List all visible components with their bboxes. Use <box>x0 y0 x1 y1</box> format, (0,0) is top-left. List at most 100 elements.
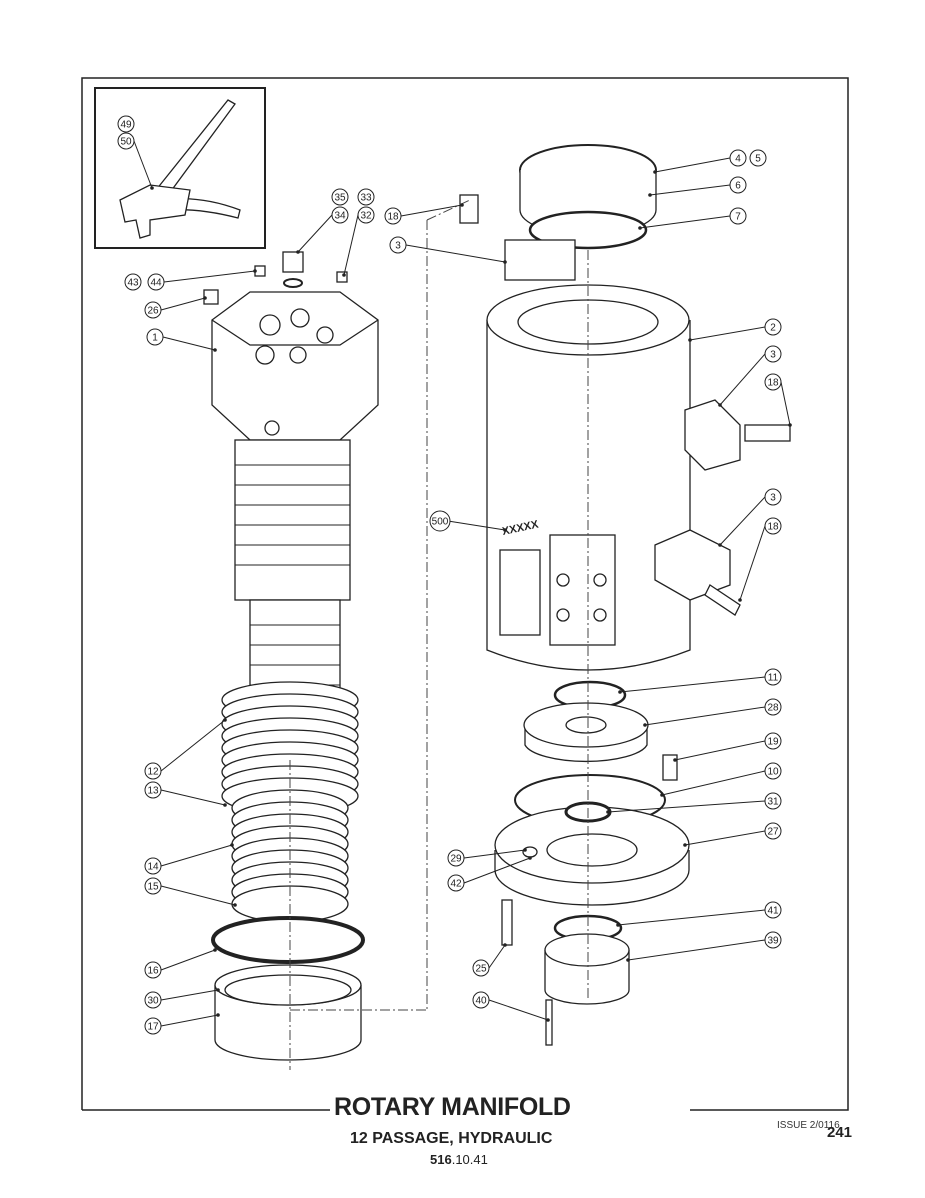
callout-number: 13 <box>147 786 159 797</box>
callout-number: 3 <box>770 493 776 504</box>
arrow-head-icon <box>503 260 507 264</box>
leader-line <box>160 1014 219 1027</box>
arrow-head-icon <box>296 250 300 254</box>
leader-line <box>162 336 216 351</box>
seal-ring-stack <box>221 681 359 923</box>
callout-number: 18 <box>767 378 779 389</box>
callout-circle <box>472 991 490 1009</box>
leader-line <box>160 885 236 906</box>
callout-circle <box>429 510 451 532</box>
callout-circle <box>144 857 162 875</box>
callout-number: 50 <box>120 137 132 148</box>
callout-2: 2 <box>688 318 782 342</box>
arrow-head-icon <box>213 348 217 352</box>
leader-line <box>160 297 206 311</box>
callout-29: 29 <box>447 848 527 867</box>
leader-line <box>160 844 233 867</box>
arrow-head-icon <box>718 403 722 407</box>
callout-number: 27 <box>767 827 779 838</box>
arrow-head-icon <box>683 843 687 847</box>
callout-number: 17 <box>147 1022 159 1033</box>
callout-circle <box>144 961 162 979</box>
left-assembly <box>203 251 379 1061</box>
callout-number: 1 <box>152 333 158 344</box>
arrow-head-icon <box>216 988 220 992</box>
leader-line <box>463 857 531 884</box>
callout-500: 500 <box>429 510 507 532</box>
tool-inset-box <box>94 87 266 249</box>
arrow-head-icon <box>253 269 257 273</box>
arrow-head-icon <box>688 338 692 342</box>
callout-number: 32 <box>360 211 372 222</box>
arrow-head-icon <box>638 226 642 230</box>
drawing-subtitle: 12 PASSAGE, HYDRAULIC <box>350 1130 553 1147</box>
callout-40: 40 <box>472 991 550 1022</box>
leader-line <box>447 520 506 531</box>
leader-line <box>607 800 766 813</box>
callout-3: 3 <box>718 488 782 547</box>
leader-line <box>160 949 216 971</box>
arrow-head-icon <box>673 758 677 762</box>
arrow-head-icon <box>223 803 227 807</box>
callout-number: 18 <box>387 212 399 223</box>
callout-49: 49 <box>117 115 135 133</box>
callout-25: 25 <box>472 943 507 977</box>
callout-17: 17 <box>144 1013 220 1035</box>
callout-31: 31 <box>606 792 782 814</box>
callout-number: 42 <box>450 879 462 890</box>
callout-circle <box>764 822 782 840</box>
callout-4: 4 <box>653 149 747 174</box>
callout-26: 26 <box>144 296 207 319</box>
arrow-head-icon <box>626 958 630 962</box>
callout-circle <box>749 149 767 167</box>
arrow-head-icon <box>738 598 742 602</box>
callout-number: 49 <box>120 120 132 131</box>
callout-42: 42 <box>447 856 532 892</box>
callout-44: 44 <box>147 269 257 291</box>
callout-33: 33 <box>357 188 375 206</box>
callout-13: 13 <box>144 781 227 807</box>
callout-number: 43 <box>127 278 139 289</box>
o-ring-16 <box>211 916 365 964</box>
callout-circle <box>764 698 782 716</box>
callout-3: 3 <box>389 236 507 264</box>
callout-circle <box>764 792 782 810</box>
callout-39: 39 <box>626 931 782 962</box>
leader-line <box>644 706 766 726</box>
leader-line <box>674 740 766 761</box>
callout-circle <box>729 207 747 225</box>
arrow-head-icon <box>503 943 507 947</box>
callout-1: 1 <box>146 328 217 352</box>
callout-circle <box>144 1017 162 1035</box>
callout-circle <box>144 781 162 799</box>
leader-line <box>133 140 153 189</box>
leader-line <box>627 939 766 961</box>
leader-line <box>719 353 766 406</box>
arrow-head-icon <box>150 186 154 190</box>
callout-10: 10 <box>660 762 782 797</box>
callout-number: 11 <box>768 673 779 684</box>
arrow-head-icon <box>546 1018 550 1022</box>
callout-number: 3 <box>395 241 401 252</box>
callout-number: 29 <box>450 854 462 865</box>
callout-11: 11 <box>618 668 782 694</box>
callout-5: 5 <box>749 149 767 167</box>
leader-line <box>488 944 506 969</box>
callout-number: 30 <box>147 996 159 1007</box>
callout-number: 10 <box>767 767 779 778</box>
callout-number: 26 <box>147 306 159 317</box>
callout-circle <box>447 849 465 867</box>
callout-18: 18 <box>764 373 792 427</box>
callout-circle <box>764 373 782 391</box>
callout-41: 41 <box>616 901 782 927</box>
callout-28: 28 <box>643 698 782 727</box>
arrow-head-icon <box>788 423 792 427</box>
arrow-head-icon <box>230 843 234 847</box>
callout-number: 16 <box>147 966 159 977</box>
drawing-frame <box>81 77 849 1111</box>
block-3-mid <box>684 399 741 471</box>
callout-number: 15 <box>147 882 159 893</box>
page-number: 241 <box>827 1124 853 1141</box>
leader-line <box>689 326 766 341</box>
